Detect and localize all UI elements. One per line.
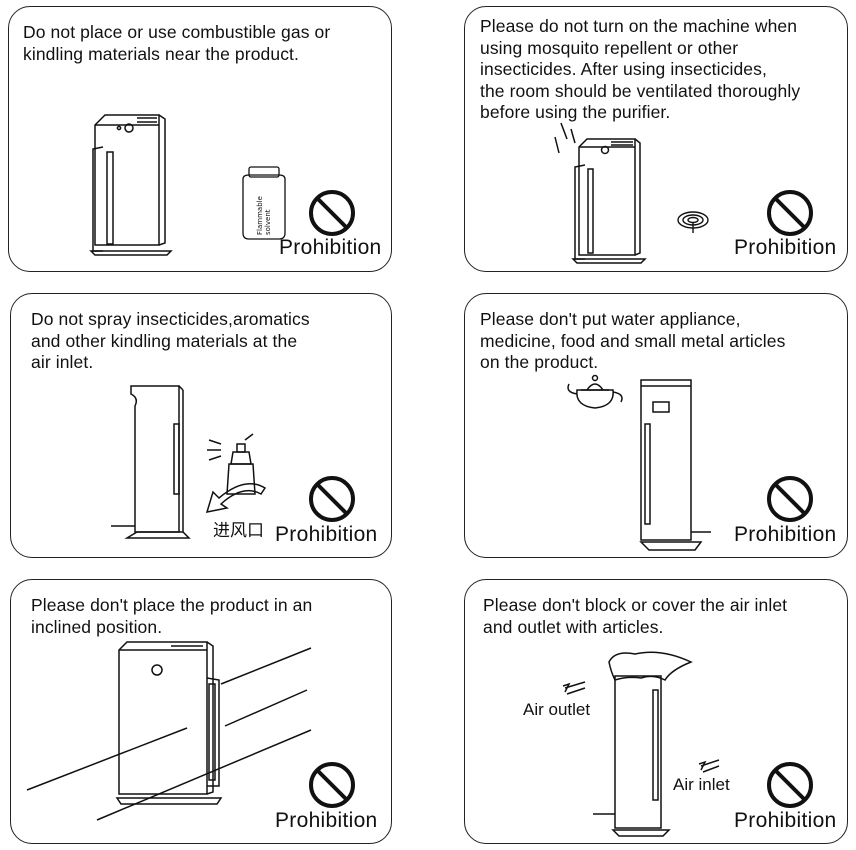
safety-panel-no-blocking: Please don't block or cover the air inle… <box>464 579 848 844</box>
prohibition-label: Prohibition <box>734 523 837 546</box>
purifier-illustration: Flammable solvent <box>89 114 286 256</box>
inlet-label: 进风口 <box>213 521 264 541</box>
prohibition-circle-slash-icon <box>309 762 355 808</box>
prohibition-label: Prohibition <box>279 236 382 259</box>
prohibition-label: Prohibition <box>275 523 378 546</box>
purifier-side-with-spray-illustration <box>111 385 267 539</box>
panel-instruction-text: Please do not turn on the machine when u… <box>480 16 801 122</box>
purifier-with-mosquito-coil-illustration <box>554 122 709 264</box>
air-outlet-label: Air outlet <box>523 700 591 719</box>
air-inlet-label: Air inlet <box>673 775 730 794</box>
panel-instruction-text: Please don't put water appliance, medici… <box>480 309 786 372</box>
prohibition-label: Prohibition <box>275 809 378 832</box>
safety-panel-no-incline: Please don't place the product in an inc… <box>10 579 392 844</box>
inclined-purifier-illustration <box>26 641 312 821</box>
safety-panel-combustible-gas: Do not place or use combustible gas or k… <box>8 6 392 272</box>
purifier-with-teapot-illustration <box>567 374 711 551</box>
mosquito-coil <box>677 211 709 233</box>
safety-panel-mosquito-repellent: Please do not turn on the machine when u… <box>464 6 848 272</box>
safety-panel-spray-at-inlet: Do not spray insecticides,aromatics and … <box>10 293 392 558</box>
panel-instruction-text: Please don't block or cover the air inle… <box>483 595 788 637</box>
panel-instruction-text: Do not place or use combustible gas or k… <box>23 22 331 64</box>
solvent-bottle <box>242 166 286 240</box>
prohibition-circle-slash-icon <box>767 762 813 808</box>
prohibition-circle-slash-icon <box>309 476 355 522</box>
covered-purifier-illustration <box>562 651 720 837</box>
bottle-label: Flammable solvent <box>256 194 272 235</box>
prohibition-circle-slash-icon <box>309 190 355 236</box>
safety-panel-no-objects-on-top: Please don't put water appliance, medici… <box>464 293 848 558</box>
panel-instruction-text: Do not spray insecticides,aromatics and … <box>31 309 310 372</box>
panel-instruction-text: Please don't place the product in an inc… <box>31 595 313 637</box>
prohibition-circle-slash-icon <box>767 476 813 522</box>
prohibition-label: Prohibition <box>734 236 837 259</box>
prohibition-label: Prohibition <box>734 809 837 832</box>
prohibition-circle-slash-icon <box>767 190 813 236</box>
